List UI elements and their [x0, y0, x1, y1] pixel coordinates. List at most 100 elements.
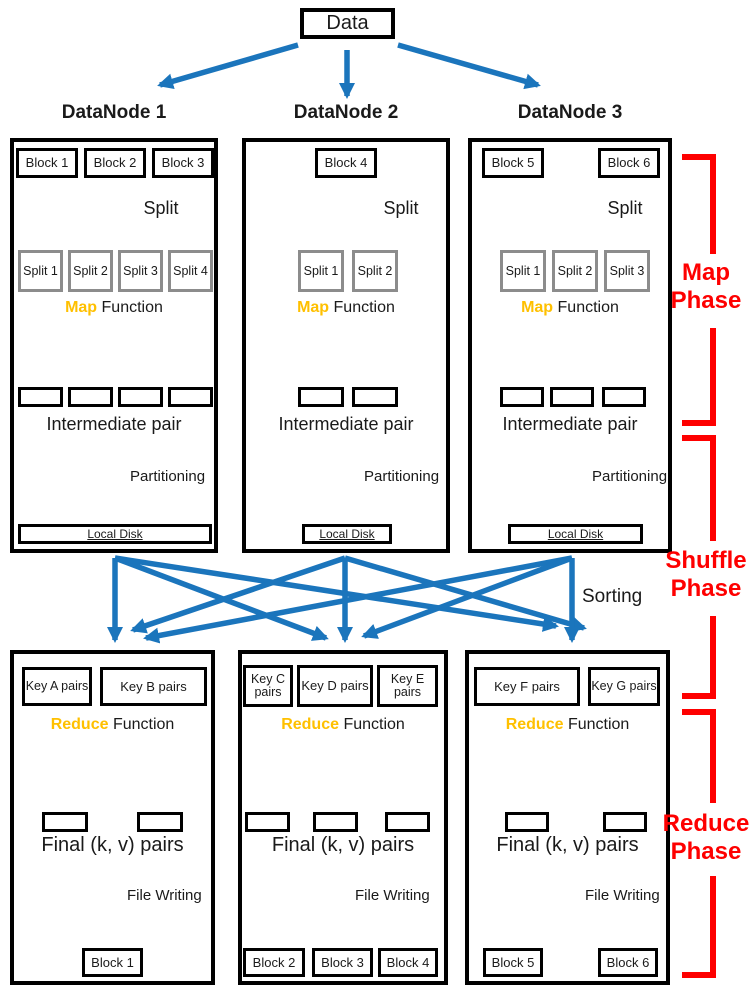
- key-pairs-box: Key E pairs: [377, 665, 438, 707]
- output-block-box: Block 1: [82, 948, 143, 977]
- block-label: Block 1: [91, 954, 134, 970]
- key-pairs-box: Key D pairs: [297, 665, 373, 707]
- reducer-1-panel: Key A pairs Key B pairs Reduce Function …: [10, 650, 215, 985]
- block-label: Block 4: [324, 155, 368, 171]
- block-label: Block 3: [321, 954, 364, 970]
- block-box: Block 4: [315, 148, 377, 178]
- file-writing-label: File Writing: [355, 887, 430, 904]
- datanode-1-panel: Block 1 Block 2 Block 3 Split Split 1 Sp…: [10, 138, 218, 553]
- split-box: Split 2: [552, 250, 598, 292]
- phase-line: Phase: [670, 575, 742, 602]
- block-box: Block 5: [482, 148, 544, 178]
- split-box-label: Split 2: [73, 264, 108, 278]
- output-block-box: Block 5: [483, 948, 543, 977]
- arrow: [114, 555, 329, 641]
- split-label: Split: [607, 198, 643, 218]
- reduce-keyword: Reduce: [281, 716, 339, 733]
- reducer-3-panel: Key F pairs Key G pairs Reduce Function …: [465, 650, 670, 985]
- final-pair-box: [313, 812, 358, 832]
- split-box: Split 1: [500, 250, 546, 292]
- arrow: [143, 555, 573, 644]
- function-word: Function: [333, 299, 395, 316]
- sorting-label: Sorting: [582, 586, 643, 607]
- split-box-label: Split 1: [505, 264, 541, 278]
- key-pairs-box: Key C pairs: [243, 665, 293, 707]
- block-label: Block 4: [386, 954, 430, 970]
- local-disk-label: Local Disk: [547, 527, 604, 541]
- block-box: Block 1: [16, 148, 78, 178]
- block-label: Block 2: [93, 155, 137, 171]
- key-pairs-box: Key G pairs: [588, 667, 660, 706]
- arrow: [344, 555, 587, 633]
- shuffle-phase-bracket: [682, 435, 716, 541]
- map-phase-bracket: [682, 328, 716, 426]
- datanode-2-title: DataNode 2: [293, 102, 399, 123]
- intermediate-pair-box: [500, 387, 544, 407]
- phase-line: Reduce: [662, 810, 750, 837]
- local-disk-box: Local Disk: [18, 524, 212, 544]
- arrow: [361, 555, 573, 639]
- split-box: Split 2: [68, 250, 113, 292]
- local-disk-label: Local Disk: [319, 527, 375, 541]
- reducer-2-panel: Key C pairs Key D pairs Key E pairs Redu…: [238, 650, 448, 985]
- phase-line: Phase: [670, 287, 742, 314]
- map-function-label: Map Function: [472, 299, 668, 317]
- block-label: Block 6: [607, 155, 651, 171]
- reduce-phase-label: Reduce Phase: [662, 810, 750, 866]
- arrow: [114, 555, 559, 632]
- split-box: Split 1: [298, 250, 344, 292]
- reduce-function-label: Reduce Function: [242, 716, 444, 734]
- key-pairs-box: Key F pairs: [474, 667, 580, 706]
- function-word: Function: [343, 716, 405, 733]
- phase-line: Shuffle: [665, 547, 747, 574]
- datanode-1-title: DataNode 1: [61, 102, 167, 123]
- reduce-phase-bracket: [682, 709, 716, 803]
- block-box: Block 2: [84, 148, 146, 178]
- key-pairs-label: Key B pairs: [120, 678, 187, 694]
- shuffle-phase-label: Shuffle Phase: [662, 547, 750, 603]
- source-distribution-arrows: [157, 42, 541, 99]
- intermediate-pair-label: Intermediate pair: [278, 414, 414, 434]
- block-box: Block 6: [598, 148, 660, 178]
- map-phase-label: Map Phase: [662, 259, 750, 315]
- partitioning-label: Partitioning: [364, 468, 440, 485]
- split-box-label: Split 4: [173, 264, 208, 278]
- final-pair-box: [603, 812, 647, 832]
- map-keyword: Map: [65, 299, 98, 316]
- datanode-2-panel: Block 4 Split Split 1 Split 2 Map Functi…: [242, 138, 450, 553]
- intermediate-pair-box: [68, 387, 113, 407]
- data-source-label: Data: [326, 12, 369, 34]
- final-pairs-label: Final (k, v) pairs: [271, 834, 415, 856]
- output-block-box: Block 4: [378, 948, 438, 977]
- split-box-label: Split 3: [123, 264, 158, 278]
- phase-line: Map: [682, 259, 730, 286]
- output-block-box: Block 3: [312, 948, 373, 977]
- block-box: Block 3: [152, 148, 214, 178]
- arrow: [397, 42, 541, 90]
- key-pairs-label: Key F pairs: [494, 678, 560, 694]
- function-word: Function: [567, 716, 630, 733]
- key-pairs-label: Key D pairs: [301, 678, 369, 694]
- intermediate-pair-box: [168, 387, 213, 407]
- block-label: Block 1: [25, 155, 69, 171]
- final-pair-box: [245, 812, 290, 832]
- split-box: Split 1: [18, 250, 63, 292]
- intermediate-pair-box: [18, 387, 63, 407]
- block-label: Block 6: [606, 954, 650, 970]
- final-pairs-label: Final (k, v) pairs: [496, 834, 639, 856]
- reduce-phase-bracket: [682, 876, 716, 978]
- map-function-label: Map Function: [246, 299, 446, 317]
- split-box: Split 3: [604, 250, 650, 292]
- partitioning-label: Partitioning: [592, 468, 668, 485]
- split-box-label: Split 3: [609, 264, 645, 278]
- datanode-3-panel: Block 5 Block 6 Split Split 1 Split 2 Sp…: [468, 138, 672, 553]
- final-pair-box: [505, 812, 549, 832]
- split-box-label: Split 1: [303, 264, 339, 278]
- split-box-label: Split 2: [557, 264, 593, 278]
- block-label: Block 5: [491, 155, 535, 171]
- key-pairs-label: Key A pairs: [25, 678, 89, 693]
- function-word: Function: [101, 299, 163, 316]
- local-disk-box: Local Disk: [302, 524, 392, 544]
- file-writing-label: File Writing: [585, 887, 660, 904]
